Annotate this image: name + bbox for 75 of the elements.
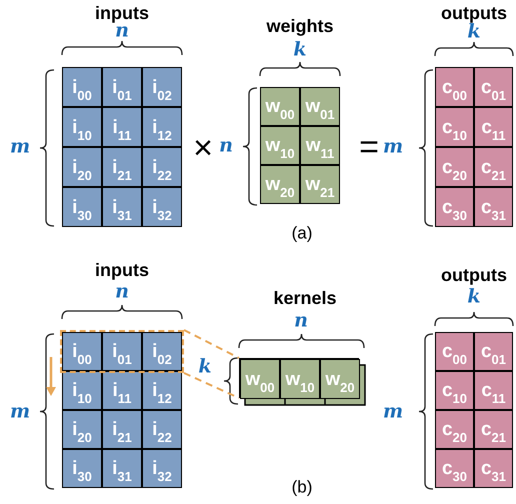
matrix-cell bbox=[300, 87, 340, 126]
matrix-cell bbox=[435, 67, 474, 107]
dimension-label: m bbox=[382, 138, 404, 156]
matrix-cell bbox=[435, 410, 474, 449]
matrix-cell bbox=[142, 107, 182, 147]
matrix-cell bbox=[102, 147, 142, 187]
dimension-label: m bbox=[10, 138, 30, 156]
matrix-cell bbox=[102, 187, 142, 227]
dimension-label: n bbox=[294, 312, 308, 330]
matrix-cell bbox=[474, 107, 513, 147]
matrix-cell bbox=[300, 126, 340, 165]
dimension-label: n bbox=[219, 136, 233, 156]
matrix-cell bbox=[260, 165, 300, 204]
matrix-cell bbox=[474, 67, 513, 107]
matrix-cell bbox=[240, 359, 280, 399]
operator-symbol: = bbox=[359, 130, 379, 164]
matrix-cell bbox=[62, 410, 102, 449]
matrix-cell bbox=[435, 147, 474, 187]
matrix-title: inputs bbox=[95, 4, 149, 22]
matrix-cell bbox=[102, 332, 142, 371]
matrix-cell bbox=[474, 371, 513, 410]
matrix-title: outputs bbox=[441, 4, 507, 22]
matrix-cell bbox=[435, 371, 474, 410]
dimension-label: n bbox=[115, 22, 129, 40]
matrix-title: kernels bbox=[273, 289, 337, 307]
dimension-label: k bbox=[467, 288, 481, 306]
dimension-label: k bbox=[293, 40, 307, 60]
matrix-cell bbox=[102, 107, 142, 147]
matrix-cell bbox=[142, 187, 182, 227]
matrix-cell bbox=[62, 67, 102, 107]
matrix-cell bbox=[62, 449, 102, 488]
matrix-cell bbox=[62, 107, 102, 147]
matrix-cell bbox=[435, 449, 474, 488]
matrix-cell bbox=[142, 371, 182, 410]
highlight-box bbox=[60, 330, 184, 373]
dimension-label: m bbox=[382, 402, 404, 422]
matrix-cell bbox=[280, 359, 320, 399]
connector-line bbox=[184, 372, 240, 399]
matrix-cell bbox=[474, 187, 513, 227]
matrix-cell bbox=[142, 67, 182, 107]
dimension-label: k bbox=[467, 22, 481, 42]
matrix-cell bbox=[300, 165, 340, 204]
matrix-cell bbox=[474, 332, 513, 371]
dimension-label: n bbox=[115, 282, 129, 302]
matrix-cell bbox=[62, 187, 102, 227]
matrix-cell bbox=[142, 449, 182, 488]
connector-line bbox=[184, 329, 240, 359]
subfigure-caption: (b) bbox=[292, 478, 312, 496]
matrix-cell bbox=[142, 410, 182, 449]
matrix-title: inputs bbox=[95, 261, 149, 279]
matrix-cell bbox=[435, 332, 474, 371]
matrix-cell bbox=[474, 449, 513, 488]
matrix-title: weights bbox=[266, 17, 334, 35]
matrix-cell bbox=[102, 449, 142, 488]
dimension-label: k bbox=[198, 358, 212, 376]
matrix-cell bbox=[102, 410, 142, 449]
matrix-cell bbox=[260, 87, 300, 126]
matrix-cell bbox=[62, 371, 102, 410]
matrix-cell bbox=[435, 107, 474, 147]
matrix-cell bbox=[474, 410, 513, 449]
matrix-title: outputs bbox=[441, 266, 507, 284]
kernel-sheet bbox=[239, 358, 359, 398]
matrix-cell bbox=[102, 67, 142, 107]
operator-symbol: × bbox=[193, 131, 213, 165]
matrix-cell bbox=[435, 187, 474, 227]
matrix-cell bbox=[260, 126, 300, 165]
subfigure-caption: (a) bbox=[292, 224, 312, 242]
matrix-cell bbox=[142, 332, 182, 371]
matrix-cell bbox=[320, 359, 360, 399]
matrix-cell bbox=[142, 147, 182, 187]
dimension-label: m bbox=[10, 402, 30, 422]
matrix-cell bbox=[62, 147, 102, 187]
matrix-cell bbox=[62, 332, 102, 371]
matrix-cell bbox=[474, 147, 513, 187]
matrix-cell bbox=[102, 371, 142, 410]
